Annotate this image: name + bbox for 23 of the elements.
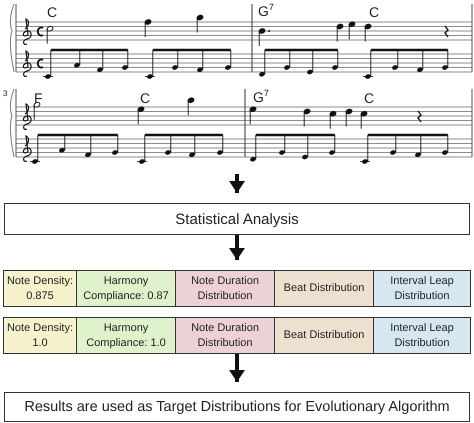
arrow [229, 235, 245, 260]
arrow [229, 354, 245, 382]
chord-symbol: G$^{7}$ [258, 3, 274, 18]
metric-cell: Note Density: 0.875 [3, 270, 77, 307]
chord-symbol: F [34, 91, 43, 105]
metric-cell: Interval Leap Distribution [373, 270, 471, 307]
metric-cell: Harmony Compliance: 0.87 [76, 270, 176, 307]
process-box: Results are used as Target Distributions for Evolutionary Algorithm [4, 392, 470, 422]
metric-cell: Note Duration Distribution [175, 270, 275, 307]
metric-cell: Beat Distribution [274, 317, 374, 354]
metric-cell: Interval Leap Distribution [373, 317, 471, 354]
chord-symbol: G$^{7}$ [253, 89, 269, 104]
chord-symbol: C [47, 5, 58, 19]
arrow [229, 174, 245, 193]
metric-cell: Beat Distribution [274, 270, 374, 307]
chord-symbol: C [369, 5, 380, 19]
chord-symbol: C [140, 91, 150, 105]
process-box: Statistical Analysis [4, 203, 470, 235]
chord-symbol: C [364, 91, 374, 105]
metric-cell: Note Density: 1.0 [3, 317, 77, 354]
metric-cell: Harmony Compliance: 1.0 [76, 317, 176, 354]
measure-number: 3 [3, 90, 8, 98]
metric-cell: Note Duration Distribution [175, 317, 275, 354]
